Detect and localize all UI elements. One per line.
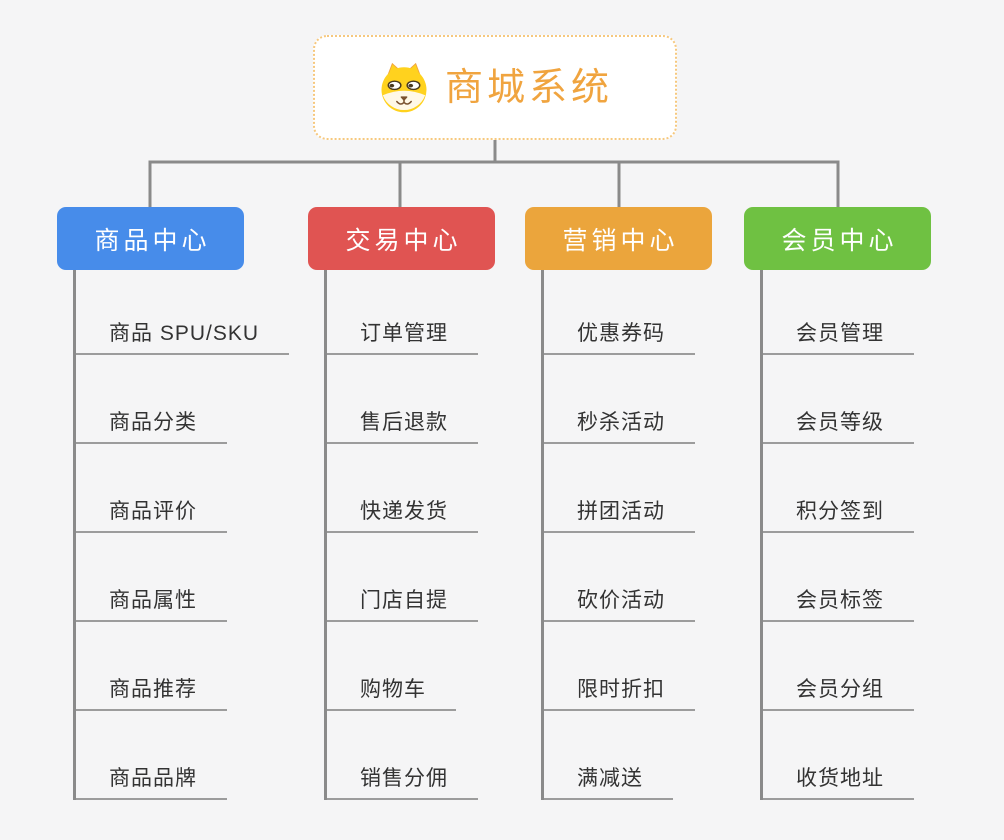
branch-topic-trade-center[interactable]: 交易中心: [308, 207, 495, 270]
root-topic[interactable]: 商城系统: [313, 35, 677, 140]
subtopic[interactable]: 会员分组: [763, 622, 914, 711]
subtopic[interactable]: 限时折扣: [544, 622, 695, 711]
subtopic[interactable]: 商品属性: [76, 533, 227, 622]
subtopic[interactable]: 会员标签: [763, 533, 914, 622]
subtopic[interactable]: 砍价活动: [544, 533, 695, 622]
subtopic[interactable]: 收货地址: [763, 711, 914, 800]
subtopic[interactable]: 销售分佣: [327, 711, 478, 800]
subtopic-list-trade-center: 订单管理 售后退款 快递发货 门店自提 购物车 销售分佣: [324, 270, 478, 800]
branch-member-center: 会员中心 会员管理 会员等级 积分签到 会员标签 会员分组 收货地址: [744, 207, 931, 800]
branch-topic-product-center[interactable]: 商品中心: [57, 207, 244, 270]
subtopic[interactable]: 商品 SPU/SKU: [76, 270, 290, 355]
subtopic[interactable]: 拼团活动: [544, 444, 695, 533]
subtopic[interactable]: 优惠券码: [544, 270, 695, 355]
subtopic[interactable]: 购物车: [327, 622, 456, 711]
subtopic[interactable]: 订单管理: [327, 270, 478, 355]
subtopic[interactable]: 满减送: [544, 711, 673, 800]
subtopic[interactable]: 售后退款: [327, 355, 478, 444]
subtopic-list-product-center: 商品 SPU/SKU 商品分类 商品评价 商品属性 商品推荐 商品品牌: [73, 270, 290, 800]
connector-group: [148, 140, 840, 207]
branch-trade-center: 交易中心 订单管理 售后退款 快递发货 门店自提 购物车 销售分佣: [308, 207, 495, 800]
subtopic[interactable]: 会员管理: [763, 270, 914, 355]
branch-product-center: 商品中心 商品 SPU/SKU 商品分类 商品评价 商品属性 商品推荐 商品品牌: [57, 207, 290, 800]
subtopic[interactable]: 积分签到: [763, 444, 914, 533]
subtopic[interactable]: 商品品牌: [76, 711, 227, 800]
subtopic[interactable]: 商品评价: [76, 444, 227, 533]
subtopic-list-marketing-center: 优惠券码 秒杀活动 拼团活动 砍价活动 限时折扣 满减送: [541, 270, 695, 800]
subtopic-list-member-center: 会员管理 会员等级 积分签到 会员标签 会员分组 收货地址: [760, 270, 914, 800]
branch-topic-marketing-center[interactable]: 营销中心: [525, 207, 712, 270]
subtopic[interactable]: 商品推荐: [76, 622, 227, 711]
subtopic[interactable]: 快递发货: [327, 444, 478, 533]
branch-marketing-center: 营销中心 优惠券码 秒杀活动 拼团活动 砍价活动 限时折扣 满减送: [525, 207, 712, 800]
subtopic[interactable]: 门店自提: [327, 533, 478, 622]
subtopic[interactable]: 秒杀活动: [544, 355, 695, 444]
subtopic[interactable]: 商品分类: [76, 355, 227, 444]
root-topic-label: 商城系统: [444, 66, 613, 109]
branch-topic-member-center[interactable]: 会员中心: [744, 207, 931, 270]
dog-face-icon: [381, 62, 427, 112]
subtopic[interactable]: 会员等级: [763, 355, 914, 444]
